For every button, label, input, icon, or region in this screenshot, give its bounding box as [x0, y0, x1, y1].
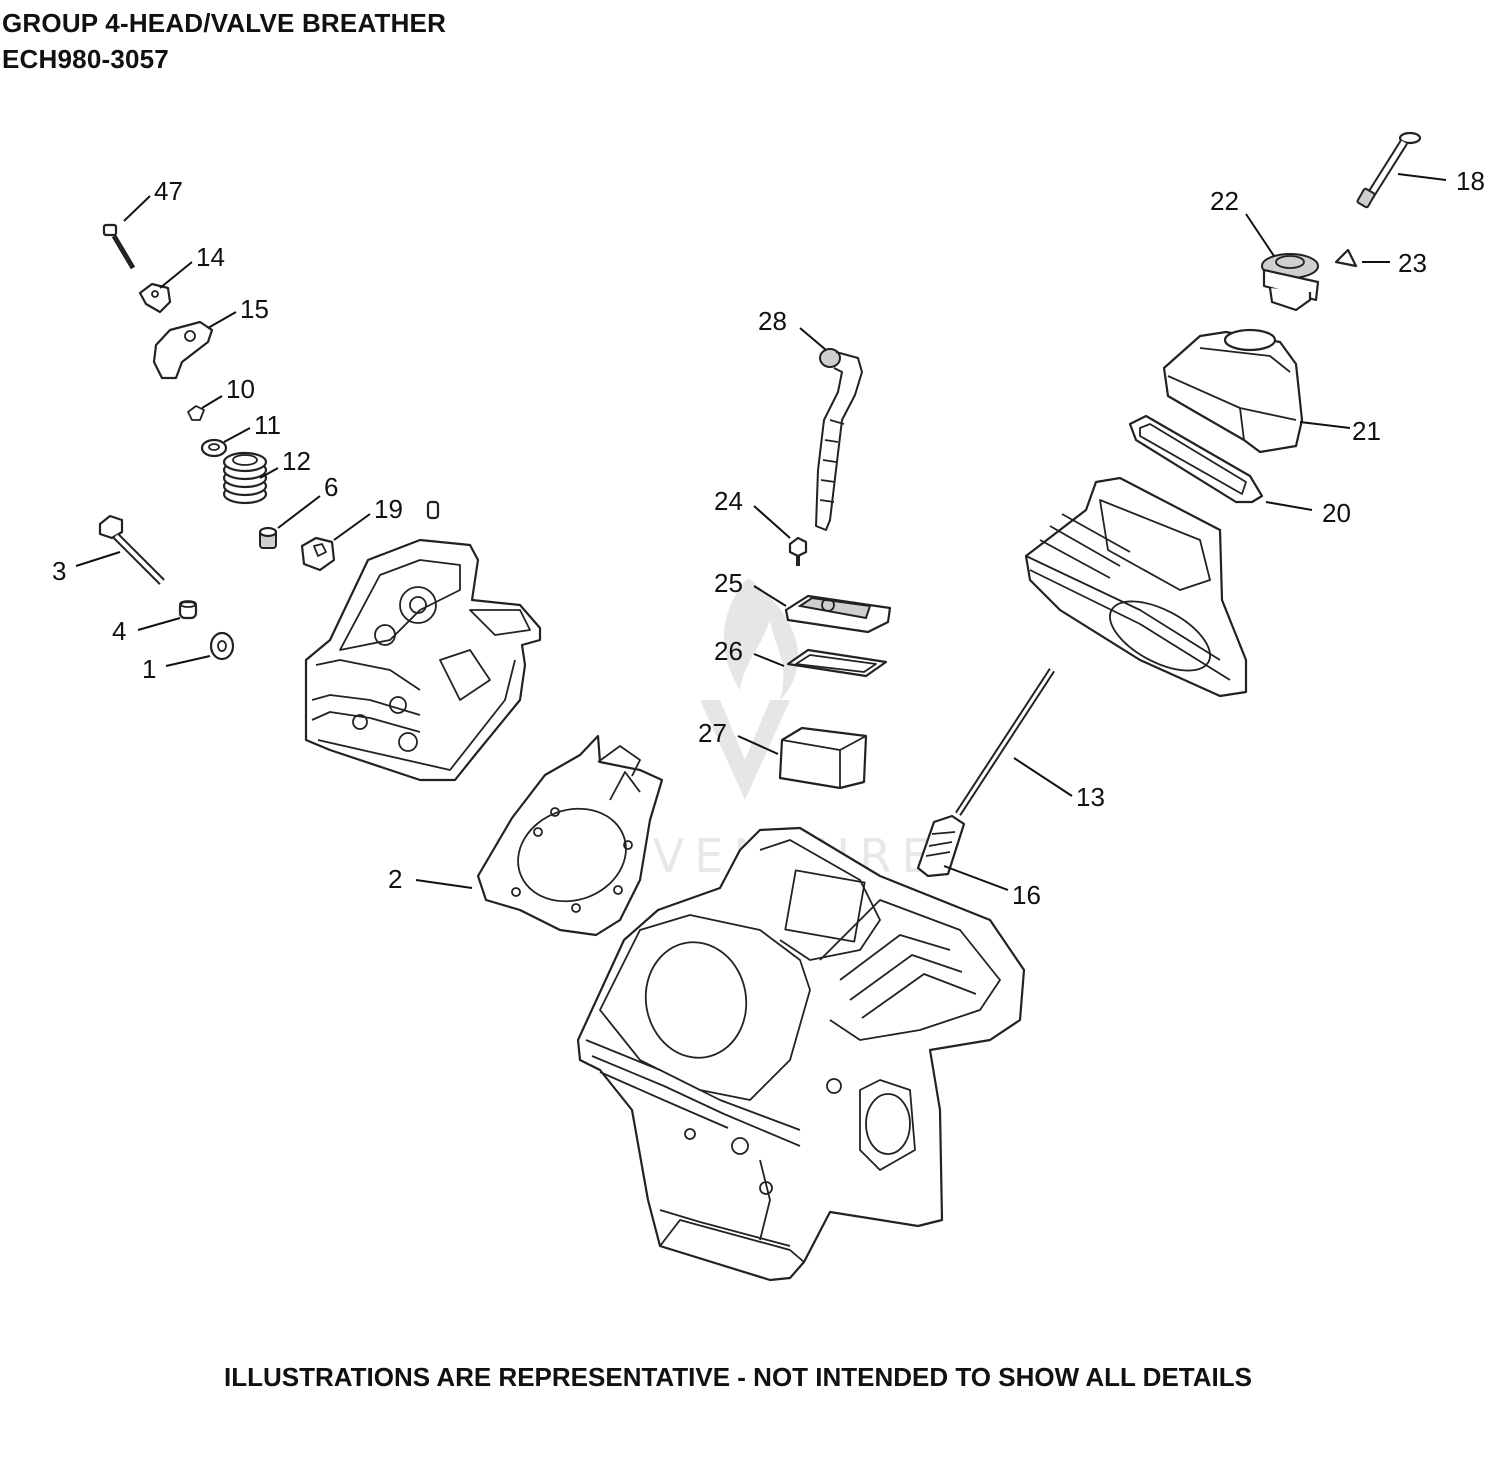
part-cylinder-head-left	[304, 538, 542, 782]
callout-labels: 47 14 15 10 11 12 6 19 3 4 1 2 28 24 25 …	[52, 166, 1485, 910]
part-3-head-bolt	[98, 514, 165, 585]
part-cylinder-head-right	[1024, 476, 1248, 698]
callout-14: 14	[196, 242, 225, 272]
callout-4: 4	[112, 616, 126, 646]
part-16-tappet	[916, 814, 966, 878]
callout-6: 6	[324, 472, 338, 502]
callout-24: 24	[714, 486, 743, 516]
callout-25: 25	[714, 568, 743, 598]
part-23-grommet	[1334, 248, 1358, 268]
callout-11: 11	[254, 410, 281, 440]
callout-20: 20	[1322, 498, 1351, 528]
callout-28: 28	[758, 306, 787, 336]
callout-3: 3	[52, 556, 66, 586]
part-10-valve-keeper	[187, 405, 205, 421]
part-22-oil-fill-cap	[1261, 253, 1320, 312]
model-number: ECH980-3057	[2, 44, 169, 74]
callout-22: 22	[1210, 186, 1239, 216]
part-19-valve-guide	[300, 536, 336, 572]
callout-19: 19	[374, 494, 403, 524]
callout-16: 16	[1012, 880, 1041, 910]
part-20-cover-gasket	[1128, 414, 1264, 504]
leader-lines	[75, 173, 1447, 891]
part-crankcase	[576, 826, 1026, 1282]
callout-2: 2	[388, 864, 402, 894]
callout-21: 21	[1352, 416, 1381, 446]
callout-1: 1	[142, 654, 156, 684]
part-11-spring-retainer	[200, 438, 228, 458]
callout-12: 12	[282, 446, 311, 476]
part-2-head-gasket	[476, 734, 664, 937]
part-28-breather-hose	[815, 348, 863, 531]
part-6-valve-seal	[258, 526, 278, 549]
part-15-rocker-arm	[152, 320, 214, 380]
part-14-pivot	[138, 282, 172, 314]
disclaimer-note: ILLUSTRATIONS ARE REPRESENTATIVE - NOT I…	[224, 1362, 1252, 1392]
diagram-title: GROUP 4-HEAD/VALVE BREATHER	[2, 8, 447, 38]
part-1-washer	[209, 631, 235, 661]
callout-13: 13	[1076, 782, 1105, 812]
callout-23: 23	[1398, 248, 1427, 278]
part-18-stud	[1356, 131, 1422, 209]
callout-47: 47	[154, 176, 183, 206]
part-25-breather-cover	[784, 594, 892, 634]
part-pin	[426, 500, 440, 520]
part-24-screw	[788, 536, 808, 566]
callout-18: 18	[1456, 166, 1485, 196]
part-13-push-rod	[955, 668, 1055, 816]
part-27-breather-filter	[778, 726, 868, 790]
callout-15: 15	[240, 294, 269, 324]
part-4-dowel	[178, 600, 198, 620]
part-47-bolt	[102, 223, 136, 270]
callout-26: 26	[714, 636, 743, 666]
part-21-valve-cover	[1162, 328, 1304, 454]
part-12-valve-spring	[222, 451, 268, 505]
callout-27: 27	[698, 718, 727, 748]
part-26-breather-gasket	[786, 648, 888, 678]
callout-10: 10	[226, 374, 255, 404]
